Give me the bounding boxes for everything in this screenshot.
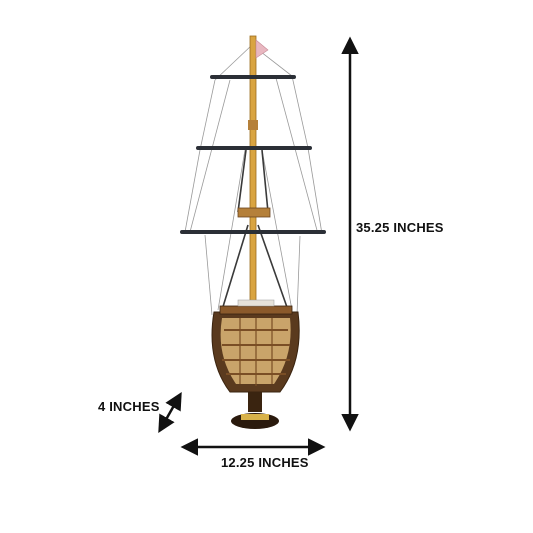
stand-post: [248, 392, 262, 412]
yards: [180, 75, 326, 234]
mast-doubling-top: [248, 120, 258, 130]
flag: [255, 39, 269, 59]
fighting-top: [237, 207, 271, 218]
depth-label: 4 INCHES: [98, 399, 160, 414]
name-plaque: [241, 414, 269, 420]
depth-arrow: [158, 391, 182, 434]
shrouds: [221, 149, 289, 311]
height-label: 35.25 INCHES: [356, 220, 444, 235]
hull-cross-section: [211, 299, 300, 393]
width-label: 12.25 INCHES: [221, 455, 309, 470]
